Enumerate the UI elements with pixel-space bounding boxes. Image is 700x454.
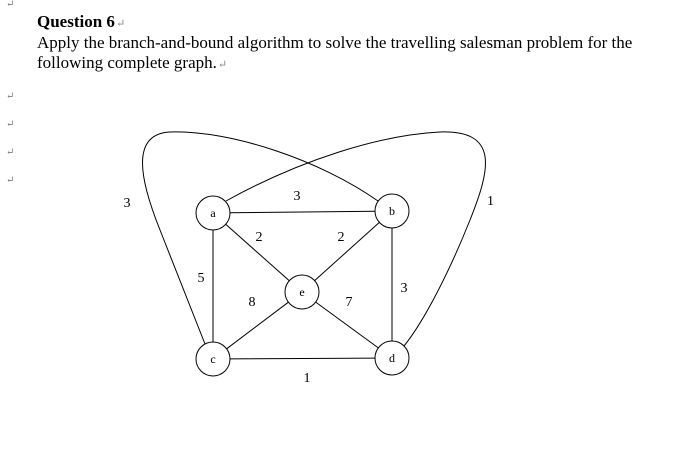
node-d: d [374, 340, 410, 376]
node-label-d: d [389, 351, 395, 365]
node-b: b [374, 193, 410, 229]
edge-weight-b-d: 3 [401, 281, 408, 296]
edge-c-e [226, 301, 289, 350]
paragraph-mark: ↵ [115, 18, 126, 30]
node-label-c: c [210, 352, 215, 366]
edge-a-b [229, 210, 376, 214]
edge-b-e [314, 222, 380, 281]
paragraph-mark: ↵ [217, 59, 228, 71]
node-circle-c [195, 341, 231, 377]
node-c: c [195, 341, 231, 377]
edge-weight-c-d: 1 [304, 371, 311, 386]
graph-nodes: a b c d e [195, 193, 410, 377]
paragraph-mark: ↵ [6, 147, 15, 158]
edge-b-c [142, 131, 379, 345]
node-e: e [284, 274, 320, 310]
question-title: Question 6↵ [37, 12, 125, 34]
paragraph-mark: ↵ [6, 91, 15, 102]
question-body-line-2: following complete graph.↵ [37, 53, 697, 75]
node-circle-a [195, 195, 231, 231]
paragraph-marks-column: ↵ ↵ ↵ ↵ ↵ [6, 0, 22, 200]
node-label-e: e [299, 285, 304, 299]
graph-edges [142, 131, 486, 360]
edge-weight-d-e: 7 [346, 295, 353, 310]
node-circle-b [374, 193, 410, 229]
edge-weight-a-b: 3 [294, 189, 301, 204]
edge-a-e [225, 223, 290, 282]
paragraph-mark: ↵ [6, 175, 15, 186]
paragraph-mark: ↵ [6, 119, 15, 130]
graph-edge-labels: 3 5 2 2 3 1 8 7 1 3 [124, 189, 495, 386]
edge-c-d [229, 357, 376, 360]
edge-weight-c-e: 8 [249, 295, 256, 310]
edge-a-d [225, 131, 486, 347]
edge-weight-a-d: 1 [487, 194, 494, 209]
edge-weight-b-c: 3 [124, 196, 131, 211]
edge-weight-a-c: 5 [198, 271, 205, 286]
paragraph-mark: ↵ [6, 0, 15, 10]
question-title-text: Question 6 [37, 12, 115, 31]
node-circle-d [374, 340, 410, 376]
node-label-b: b [389, 204, 395, 218]
edge-weight-b-e: 2 [338, 230, 345, 245]
edge-d-e [315, 301, 379, 349]
question-body-line-1: Apply the branch-and-bound algorithm to … [37, 33, 633, 52]
edge-weight-a-e: 2 [256, 230, 263, 245]
question-body-line-2-text: following complete graph. [37, 53, 217, 72]
question-body: Apply the branch-and-bound algorithm to … [37, 33, 697, 75]
node-label-a: a [210, 206, 216, 220]
node-a: a [195, 195, 231, 231]
node-circle-e [284, 274, 320, 310]
